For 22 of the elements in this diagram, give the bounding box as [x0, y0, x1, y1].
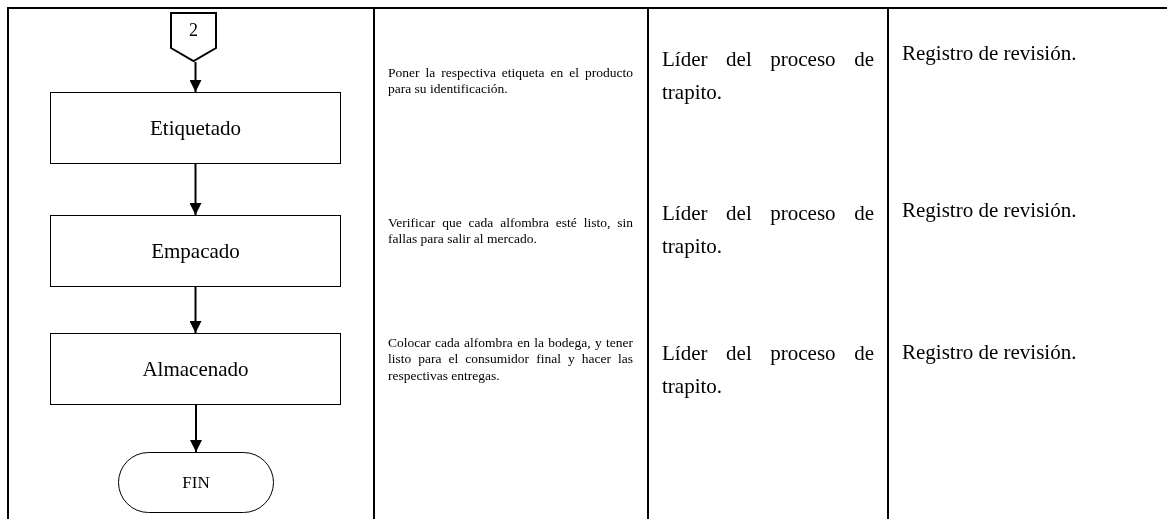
- arrow: [189, 61, 202, 93]
- node-label: 2: [189, 19, 198, 41]
- off-page-connector: [170, 12, 217, 62]
- record-text: Registro de revisión.: [902, 41, 1077, 67]
- arrow: [189, 286, 202, 334]
- node-label: Almacenado: [142, 356, 249, 382]
- record-text: Registro de revisión.: [902, 198, 1077, 224]
- arrow: [190, 404, 202, 453]
- record-text: Registro de revisión.: [902, 340, 1077, 366]
- process-box: [50, 215, 341, 287]
- description-text: Colocar cada alfombra en la bodega, y tener listo para el consumidor final y hacer las respectivas entregas.: [388, 335, 633, 385]
- arrow: [189, 163, 202, 216]
- process-box: [50, 92, 341, 164]
- process-box: [50, 333, 341, 405]
- responsible-text: Líder del proceso de trapito.: [662, 340, 874, 400]
- node-label: Etiquetado: [150, 115, 241, 141]
- responsible-text: Líder del proceso de trapito.: [662, 46, 874, 106]
- node-label: Empacado: [151, 238, 240, 264]
- responsible-text: Líder del proceso de trapito.: [662, 200, 874, 260]
- description-text: Verificar que cada alfombra esté listo, sin fallas para salir al mercado.: [388, 215, 633, 248]
- description-text: Poner la respectiva etiqueta en el producto para su identificación.: [388, 65, 633, 98]
- node-label: FIN: [182, 472, 210, 493]
